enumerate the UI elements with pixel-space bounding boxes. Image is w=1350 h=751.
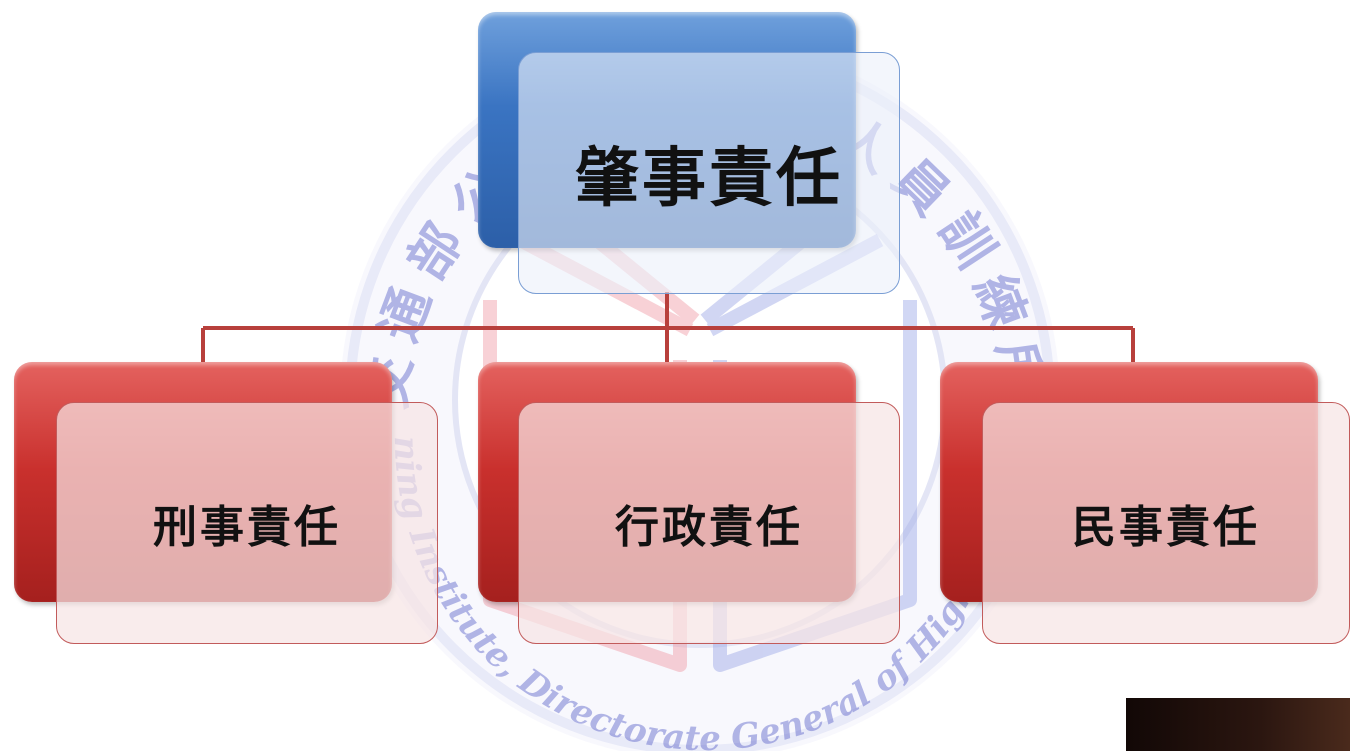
root-node: 肇事責任 <box>518 52 900 294</box>
child-node-3: 民事責任 <box>982 402 1350 644</box>
child-node-2-label: 行政責任 <box>615 502 803 553</box>
corner-image-fragment <box>1126 698 1350 751</box>
child-node-1-label: 刑事責任 <box>153 502 341 553</box>
child-node-1: 刑事責任 <box>56 402 438 644</box>
child-node-2: 行政責任 <box>518 402 900 644</box>
child-node-3-label: 民事責任 <box>1072 502 1260 553</box>
root-node-label: 肇事責任 <box>575 142 843 216</box>
